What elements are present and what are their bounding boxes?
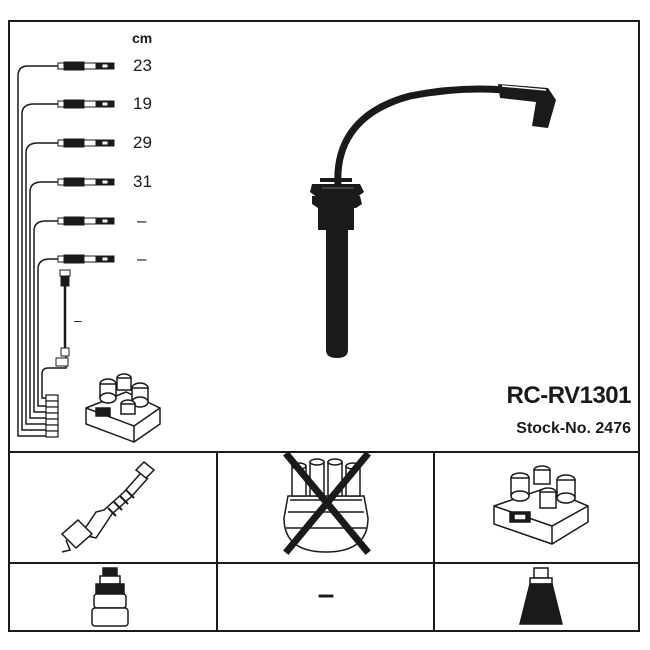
product-code: RC-RV1301 xyxy=(506,382,632,409)
rotor-arm-not-included: – xyxy=(317,578,335,611)
wire-length-7: – xyxy=(74,312,82,328)
coil-boot-icon xyxy=(519,567,563,625)
divider-col-1 xyxy=(216,451,218,632)
ignition-lead-drawing xyxy=(310,84,556,358)
distributor-cap-crossed-icon xyxy=(283,451,371,555)
unit-label: cm xyxy=(132,30,153,46)
wire-connector-5 xyxy=(57,216,115,226)
wire-connector-6 xyxy=(57,254,115,264)
divider-row xyxy=(8,562,640,564)
spark-plug-icon xyxy=(60,460,156,553)
wire-connector-4 xyxy=(57,177,115,187)
wire-length-5: – xyxy=(137,211,147,230)
wire-length-1: 23 xyxy=(133,56,152,75)
divider-col-2 xyxy=(433,451,435,632)
divider-main xyxy=(8,451,640,453)
plug-boot-icon xyxy=(91,567,129,627)
wire-connector-1 xyxy=(57,61,115,71)
coil-pack-large-icon xyxy=(493,465,589,545)
wire-length-2: 19 xyxy=(133,94,152,113)
wire-connector-3 xyxy=(57,138,115,148)
stock-number: Stock-No. 2476 xyxy=(516,420,631,437)
coil-pack-small-icon xyxy=(85,373,161,443)
wire-connector-2 xyxy=(57,99,115,109)
wire-length-4: 31 xyxy=(133,172,152,191)
spec-sheet-frame xyxy=(8,20,640,632)
wire-length-6: – xyxy=(137,249,147,268)
wire-length-3: 29 xyxy=(133,133,152,152)
